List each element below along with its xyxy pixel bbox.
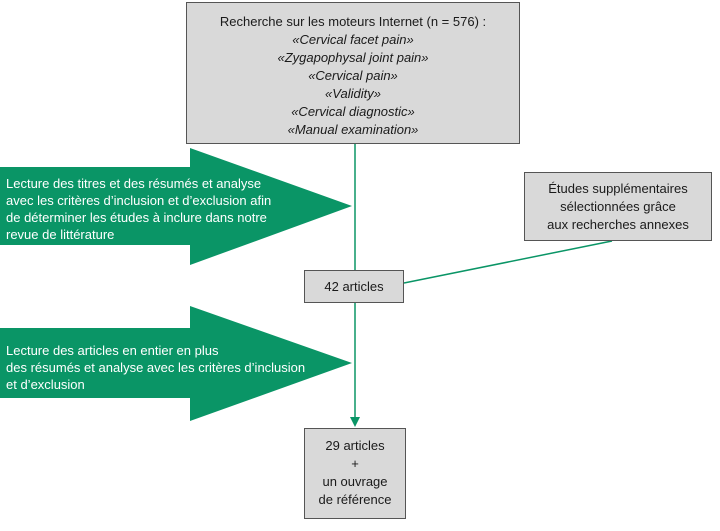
- search-term: «Cervical pain»: [308, 68, 398, 83]
- connector-additional-to-42: [403, 240, 613, 284]
- screening-arrow-shape: [0, 148, 352, 265]
- search-box: Recherche sur les moteurs Internet (n = …: [186, 2, 520, 144]
- final-selection-line: 29 articles: [325, 438, 385, 453]
- search-term: «Manual examination»: [287, 122, 419, 137]
- final-selection-line: +: [351, 456, 359, 471]
- search-term: «Validity»: [325, 86, 381, 101]
- additional-studies-line: sélectionnées grâce: [560, 199, 676, 214]
- final-selection-line: de référence: [318, 492, 392, 507]
- screening-arrow-line: Lecture des titres et des résumés et ana…: [6, 176, 262, 191]
- arrowhead-to-final: [350, 417, 360, 427]
- screening-arrow-line: avec les critères d’inclusion et d’exclu…: [6, 193, 272, 208]
- articles-42-box: 42 articles: [304, 270, 404, 303]
- additional-studies-line: aux recherches annexes: [547, 217, 689, 232]
- screening-arrow-label: Lecture des titres et des résumés et ana…: [6, 175, 271, 243]
- final-selection-box: 29 articles + un ouvrage de référence: [304, 428, 406, 519]
- search-term: «Cervical diagnostic»: [291, 104, 415, 119]
- fulltext-arrow-shape: [0, 306, 352, 421]
- fulltext-arrow-label: Lecture des articles en entier en plus d…: [6, 342, 305, 393]
- search-box-title: Recherche sur les moteurs Internet (n = …: [219, 14, 487, 29]
- additional-studies-line: Études supplémentaires: [548, 181, 688, 196]
- additional-studies-box: Études supplémentaires sélectionnées grâ…: [524, 172, 712, 241]
- screening-arrow-line: revue de littérature: [6, 227, 115, 242]
- search-term: «Cervical facet pain»: [292, 32, 414, 47]
- fulltext-arrow-line: Lecture des articles en entier en plus: [6, 343, 219, 358]
- articles-42-label: 42 articles: [324, 279, 384, 294]
- fulltext-arrow-line: et d’exclusion: [6, 377, 85, 392]
- final-selection-line: un ouvrage: [322, 474, 388, 489]
- fulltext-arrow-line: des résumés et analyse avec les critères…: [6, 360, 306, 375]
- search-term: «Zygapophysal joint pain»: [277, 50, 429, 65]
- screening-arrow-line: de déterminer les études à inclure dans …: [6, 210, 267, 225]
